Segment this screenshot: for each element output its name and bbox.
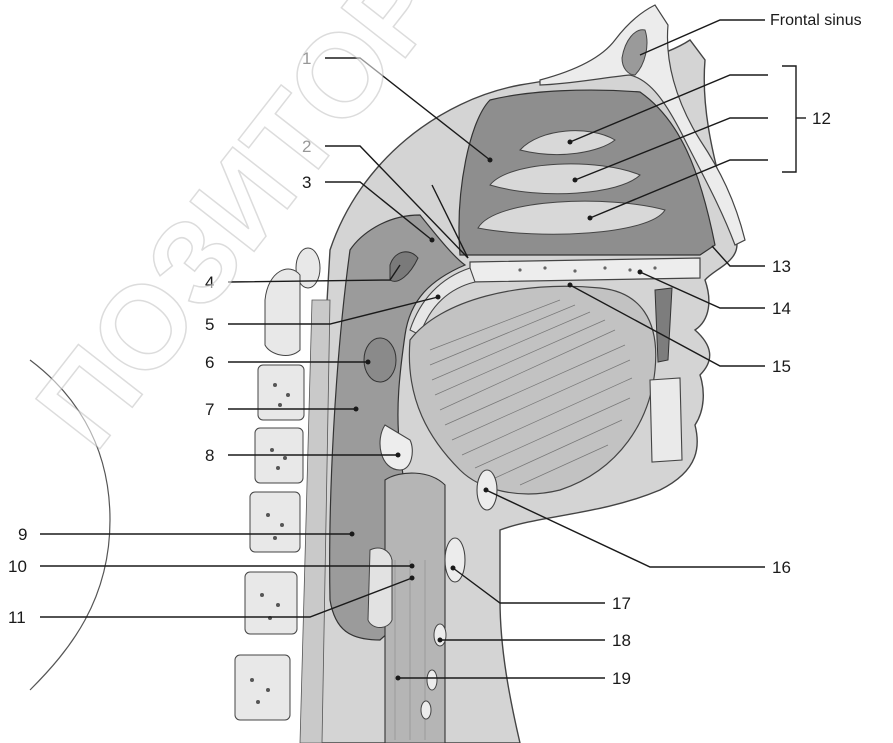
label-9: 9 bbox=[18, 525, 27, 544]
label-19: 19 bbox=[612, 669, 631, 688]
label-10: 10 bbox=[8, 557, 27, 576]
tracheal-ring-2 bbox=[421, 701, 431, 719]
leader-12-bracket bbox=[782, 66, 796, 172]
label-15: 15 bbox=[772, 357, 791, 376]
mandible-front bbox=[650, 378, 682, 462]
label-18: 18 bbox=[612, 631, 631, 650]
label-8: 8 bbox=[205, 446, 214, 465]
larynx-trachea bbox=[385, 473, 445, 743]
label-14: 14 bbox=[772, 299, 791, 318]
label-13: 13 bbox=[772, 257, 791, 276]
cricoid-cartilage bbox=[434, 624, 446, 646]
label-11: 11 bbox=[8, 608, 26, 627]
label-16: 16 bbox=[772, 558, 791, 577]
label-12: 12 bbox=[812, 109, 831, 128]
label-frontal-sinus: Frontal sinus bbox=[770, 12, 862, 29]
label-7: 7 bbox=[205, 400, 214, 419]
tracheal-ring bbox=[427, 670, 437, 690]
label-17: 17 bbox=[612, 594, 631, 613]
label-6: 6 bbox=[205, 353, 214, 372]
hard-palate bbox=[470, 258, 700, 282]
